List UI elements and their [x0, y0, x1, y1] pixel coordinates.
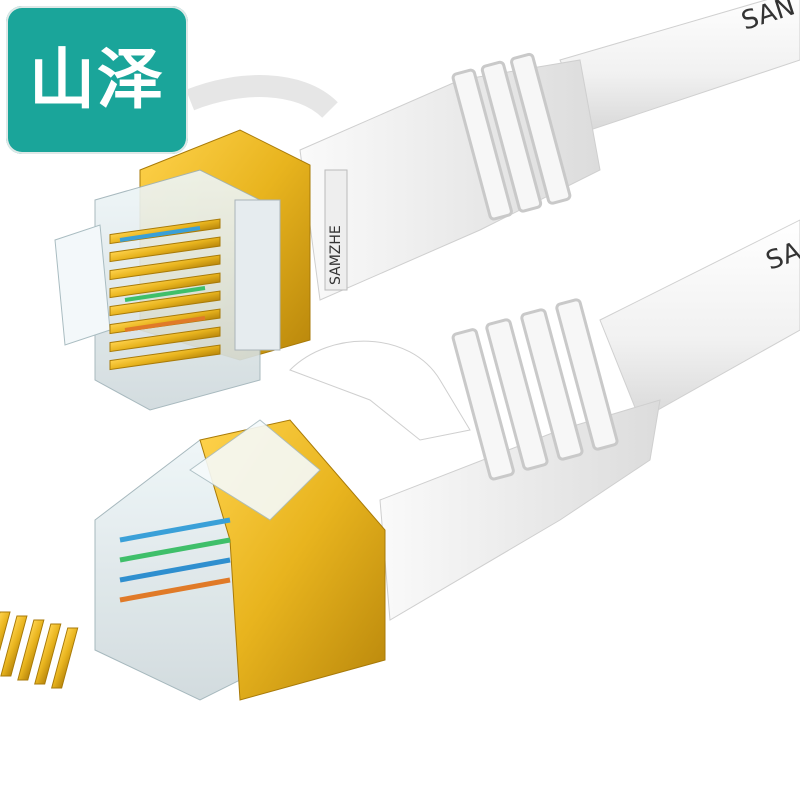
- lower-connector-boot: [289, 298, 661, 621]
- lower-rj45-connector: [0, 419, 386, 701]
- connector-print: SAMZHE: [328, 225, 344, 285]
- brand-logo-text: 山泽: [29, 41, 165, 118]
- upper-rj45-connector: [54, 129, 311, 411]
- upper-flat-cable: SAN: [559, 0, 800, 131]
- brand-logo: 山泽: [6, 6, 188, 154]
- upper-connector-boot: SAMZHE: [299, 52, 601, 301]
- upper-cable-loop: [185, 75, 338, 119]
- lower-flat-cable: SA: [599, 219, 800, 421]
